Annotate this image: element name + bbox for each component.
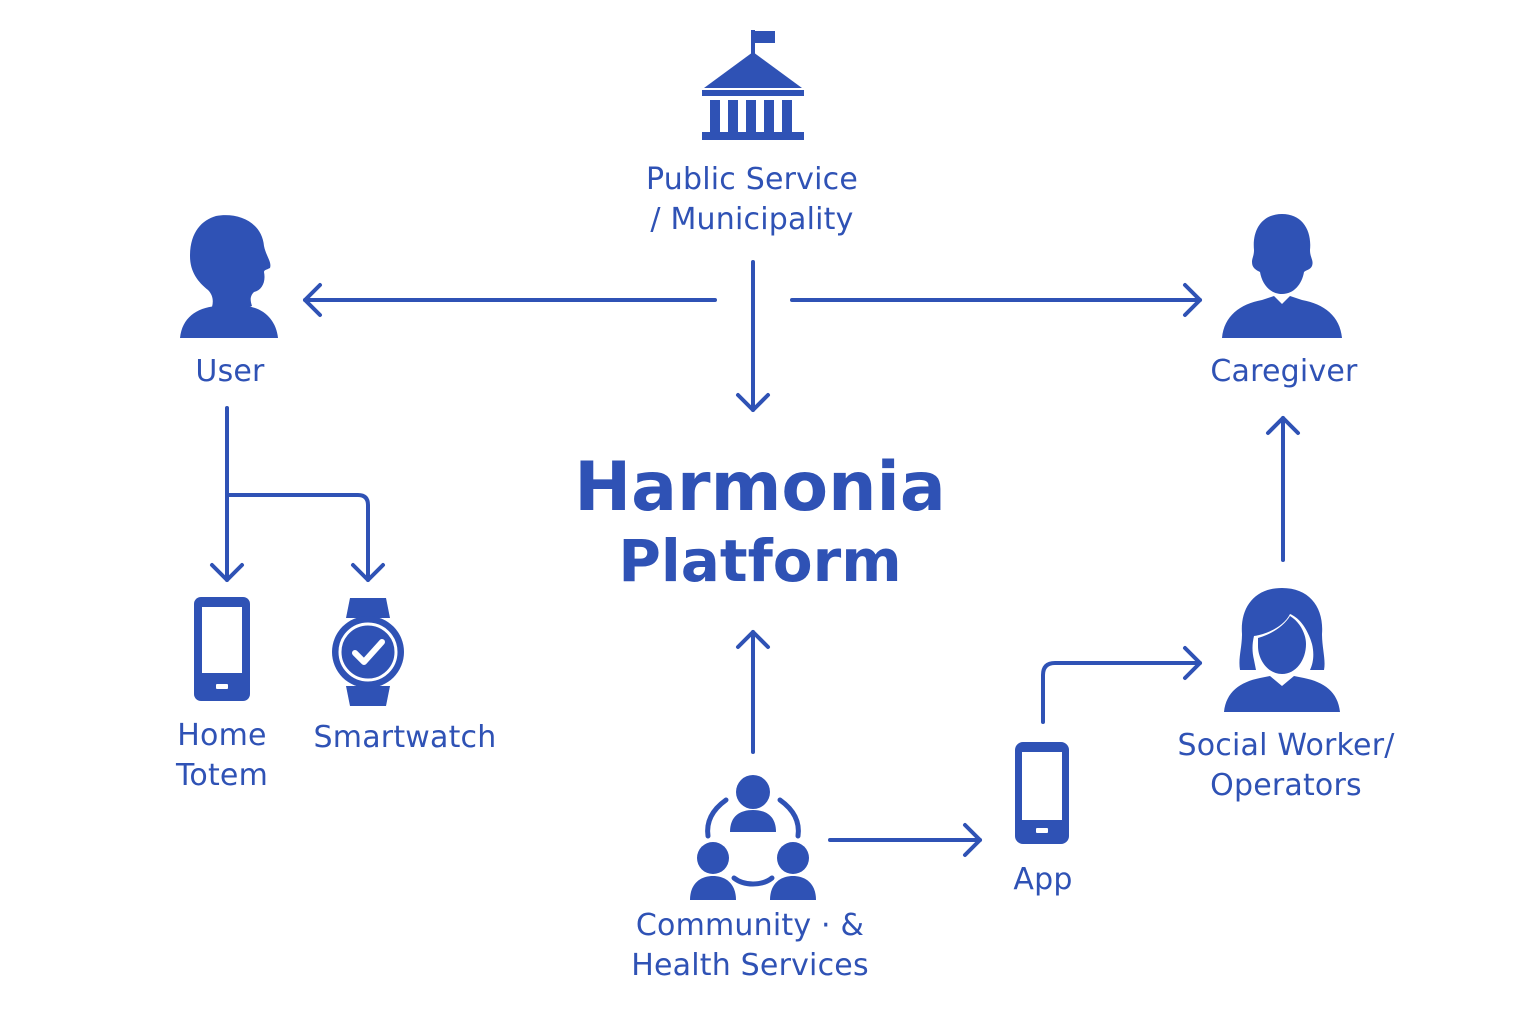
arrowhead-socialworker <box>1183 646 1202 680</box>
community-label-line1: Community · & <box>635 908 865 943</box>
public-service-label-line2: / Municipality <box>650 202 854 237</box>
home-totem-label-line2: Totem <box>175 758 269 793</box>
user-label: User <box>195 354 265 389</box>
arrowhead-smartwatch <box>351 563 385 582</box>
arrowhead-platform-top <box>736 393 770 412</box>
arrowhead-caregiver <box>1183 283 1202 317</box>
public-service-label: Public Service / Municipality <box>582 160 922 240</box>
platform-title-line2: Platform <box>618 527 902 595</box>
app-label: App <box>1013 862 1073 897</box>
government-building-icon <box>698 28 808 144</box>
arrowhead-app <box>963 823 982 857</box>
arrowhead-platform-bottom <box>736 630 770 649</box>
smartwatch-label: Smartwatch <box>313 720 497 755</box>
community-group-icon <box>686 770 820 904</box>
person-profile-icon <box>176 210 280 340</box>
home-totem-label: Home Totem <box>122 716 322 796</box>
community-label-line2: Health Services <box>631 948 869 983</box>
arrow-user-to-smartwatch <box>225 493 370 582</box>
arrowhead-user <box>303 283 322 317</box>
public-service-label-line1: Public Service <box>646 162 858 197</box>
platform-title: Harmonia Platform <box>460 448 1060 608</box>
social-worker-label: Social Worker/ Operators <box>1136 726 1436 806</box>
tablet-device-icon <box>192 595 252 703</box>
woman-operator-icon <box>1220 586 1344 714</box>
caregiver-label: Caregiver <box>1210 354 1358 389</box>
smartphone-icon <box>1013 740 1071 846</box>
arrowhead-totem <box>210 563 244 582</box>
community-label: Community · & Health Services <box>580 906 920 986</box>
social-worker-label-line1: Social Worker/ <box>1177 728 1395 763</box>
arrow-app-to-socialworker <box>1041 661 1202 724</box>
social-worker-label-line2: Operators <box>1210 768 1362 803</box>
home-totem-label-line1: Home <box>177 718 267 753</box>
person-silhouette-icon <box>1218 210 1346 340</box>
arrowhead-caregiver-bottom <box>1266 416 1300 435</box>
smartwatch-icon <box>330 596 406 708</box>
platform-title-line1: Harmonia <box>574 448 946 527</box>
